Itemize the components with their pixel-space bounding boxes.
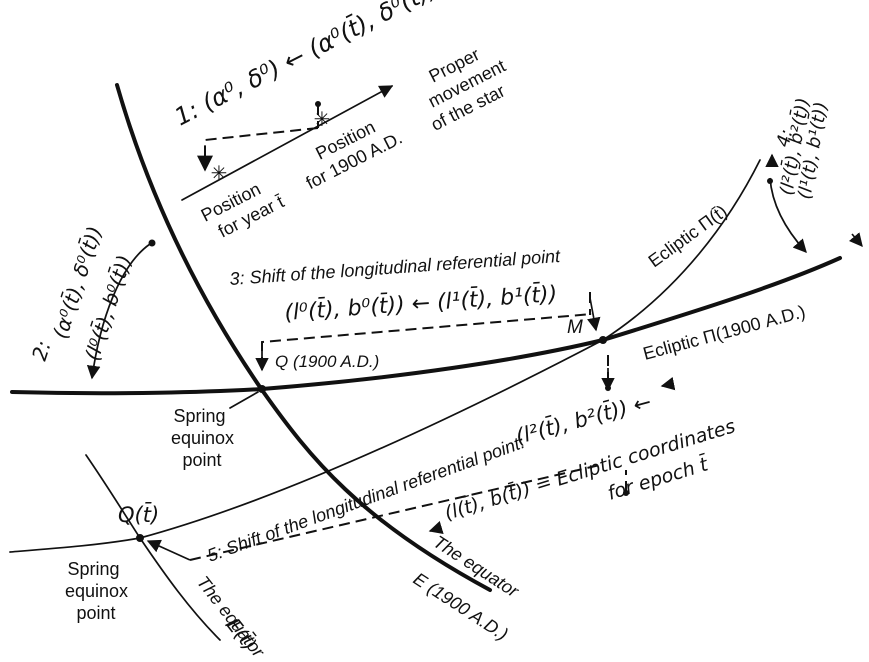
point-q-t: [136, 534, 144, 542]
step5-dot-b: [623, 490, 629, 496]
point-q-1900: [258, 385, 266, 393]
proper-movement-text: Proper movement of the star: [408, 34, 524, 135]
spring-equinox2-line3: point: [76, 603, 115, 623]
step5-dot-a: [605, 385, 611, 391]
step3-arrow-down: [587, 297, 601, 332]
point-m-label: M: [567, 317, 583, 338]
point-q-1900-label: Q (1900 A.D.): [275, 352, 379, 371]
step4-dot: [767, 178, 773, 184]
equator-t-label-a: The equator: [193, 572, 269, 662]
point-q-t-label: Q(t̄): [118, 502, 159, 527]
position-1900-text: Position for 1900 A.D.: [293, 108, 406, 193]
step3-formula: (l⁰(t̄), b⁰(t̄)) ← (l¹(t̄), b¹(t̄)): [284, 281, 558, 326]
spring-equinox-label: Spring equinox point: [171, 406, 239, 470]
star-mark-year: ✳: [211, 163, 228, 185]
ecliptic-t-curve: [9, 159, 761, 553]
step5-tick-2: [428, 520, 444, 534]
spring-equinox-leader: [229, 391, 259, 409]
step2-prefix: 2:: [27, 338, 56, 364]
step4-prefix: 4:: [773, 127, 798, 149]
step4-arrow: [769, 177, 807, 254]
step4-tick-right: [848, 232, 863, 248]
spring-equinox-line2: equinox: [171, 428, 234, 448]
step5-arrow-q: [146, 539, 191, 561]
point-m: [599, 336, 607, 344]
ecliptic-1900-label: Ecliptic Π(1900 A.D.): [641, 301, 808, 364]
step5-formula: (l²(t̄), b²(t̄)) ←: [513, 389, 654, 449]
spring-equinox-line1: Spring: [173, 406, 225, 426]
star-mark-1900: ✳: [314, 109, 331, 131]
spring-equinox2-label: Spring equinox point: [65, 559, 133, 623]
position-dot-1900: [315, 101, 321, 107]
spring-equinox-line3: point: [182, 450, 221, 470]
step2-arrow: [86, 243, 151, 380]
ecliptic-1900-curve: [10, 256, 842, 396]
step1-formula: 1: (α⁰, δ⁰) ← (α⁰(t̄), δ⁰(t̄)): [169, 0, 441, 131]
step5-tick-1: [660, 376, 676, 391]
ecliptic-t-label: Ecliptic Π(t̄): [645, 201, 731, 271]
step3-title: 3: Shift of the longitudinal referential…: [229, 246, 562, 289]
step2-dot: [148, 239, 156, 247]
spring-equinox2-line1: Spring: [67, 559, 119, 579]
spring-equinox2-line2: equinox: [65, 581, 128, 601]
step1-dashed-connector: [205, 104, 319, 170]
